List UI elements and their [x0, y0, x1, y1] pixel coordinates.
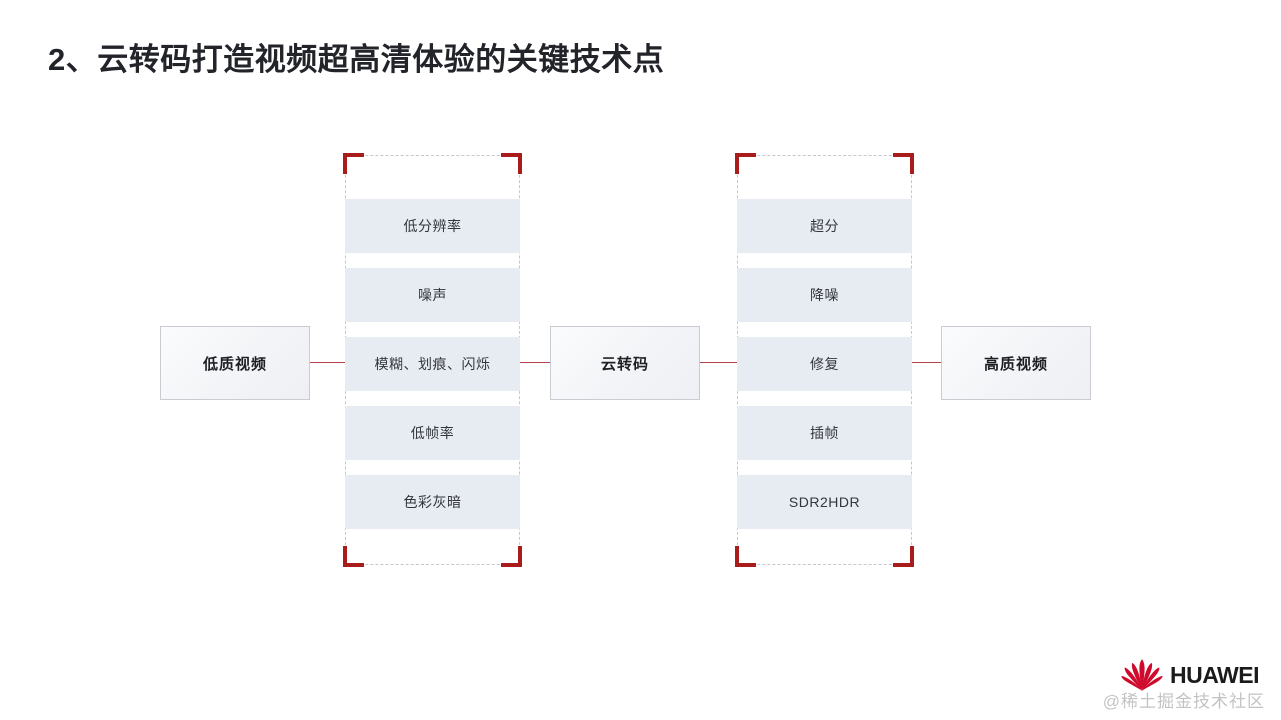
corner-bracket-bottom-left-icon — [735, 546, 756, 567]
node-input-low-quality-video[interactable]: 低质视频 — [160, 326, 310, 400]
connector-line-issues-to-process — [519, 362, 552, 363]
group-video-issues: 低分辨率 噪声 模糊、划痕、闪烁 低帧率 色彩灰暗 — [343, 153, 522, 567]
connector-line-input-to-issues — [310, 362, 347, 363]
corner-bracket-top-right-icon — [893, 153, 914, 174]
corner-bracket-top-left-icon — [343, 153, 364, 174]
corner-bracket-bottom-right-icon — [893, 546, 914, 567]
list-item[interactable]: SDR2HDR — [737, 475, 912, 529]
connector-line-actions-to-output — [910, 362, 943, 363]
list-item[interactable]: 插帧 — [737, 406, 912, 460]
node-output-high-quality-video[interactable]: 高质视频 — [941, 326, 1091, 400]
huawei-flower-icon — [1121, 659, 1163, 691]
list-item[interactable]: 修复 — [737, 337, 912, 391]
corner-bracket-top-left-icon — [735, 153, 756, 174]
brand-name: HUAWEI — [1170, 661, 1260, 688]
brand-logo: HUAWEI — [1121, 658, 1260, 692]
corner-bracket-top-right-icon — [501, 153, 522, 174]
corner-bracket-bottom-right-icon — [501, 546, 522, 567]
list-item[interactable]: 噪声 — [345, 268, 520, 322]
page-title: 2、云转码打造视频超高清体验的关键技术点 — [48, 42, 665, 77]
list-item[interactable]: 低分辨率 — [345, 199, 520, 253]
list-item[interactable]: 低帧率 — [345, 406, 520, 460]
list-item[interactable]: 模糊、划痕、闪烁 — [345, 337, 520, 391]
action-row-list: 超分 降噪 修复 插帧 SDR2HDR — [737, 199, 912, 529]
issue-row-list: 低分辨率 噪声 模糊、划痕、闪烁 低帧率 色彩灰暗 — [345, 199, 520, 529]
list-item[interactable]: 降噪 — [737, 268, 912, 322]
connector-line-process-to-actions — [700, 362, 738, 363]
list-item[interactable]: 色彩灰暗 — [345, 475, 520, 529]
corner-bracket-bottom-left-icon — [343, 546, 364, 567]
group-transcode-actions: 超分 降噪 修复 插帧 SDR2HDR — [735, 153, 914, 567]
node-process-cloud-transcode[interactable]: 云转码 — [550, 326, 700, 400]
list-item[interactable]: 超分 — [737, 199, 912, 253]
